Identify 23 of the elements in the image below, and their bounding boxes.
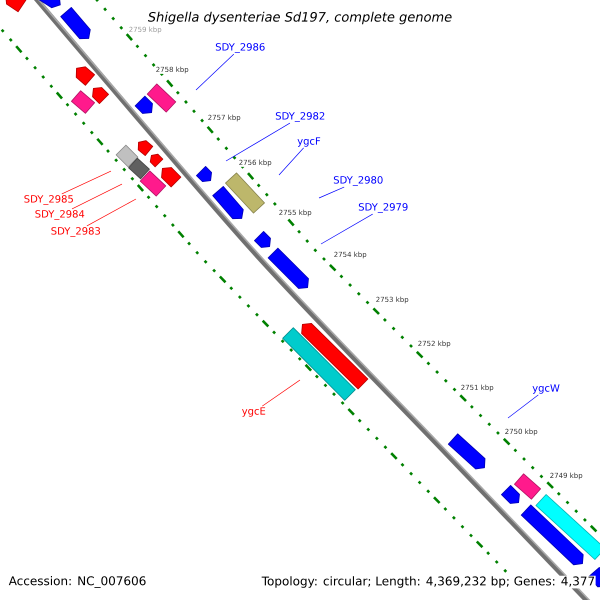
gene-label: SDY_2979 bbox=[358, 203, 408, 213]
leader-line bbox=[86, 198, 136, 226]
footer-text: Topology: circular; Length: 4,369,232 bp; Genes: 4,377 bbox=[261, 576, 596, 588]
footer-text: Accession: NC_007606 bbox=[8, 576, 147, 588]
gene-label: ygcW bbox=[532, 384, 560, 394]
gene-label: SDY_2980 bbox=[334, 176, 383, 186]
leader-line bbox=[61, 170, 112, 194]
leader-line bbox=[196, 54, 234, 90]
gene-label: ygcF bbox=[298, 137, 320, 147]
leader-line bbox=[508, 394, 539, 418]
leader-line bbox=[262, 380, 300, 406]
gene-label: SDY_2984 bbox=[35, 210, 84, 220]
leader-line bbox=[318, 186, 345, 198]
leader-line bbox=[278, 148, 304, 176]
gene-label: SDY_2982 bbox=[276, 112, 324, 122]
leader-line bbox=[72, 184, 122, 210]
title: Shigella dysenteriae Sd197, complete genome bbox=[148, 12, 452, 24]
leader-line bbox=[226, 122, 290, 162]
gene-label: SDY_2986 bbox=[216, 43, 265, 53]
gene-label: SDY_2985 bbox=[24, 195, 73, 205]
leader-line bbox=[320, 214, 374, 244]
gene-label: SDY_2983 bbox=[51, 227, 100, 237]
gene-label: ygcE bbox=[242, 407, 266, 417]
